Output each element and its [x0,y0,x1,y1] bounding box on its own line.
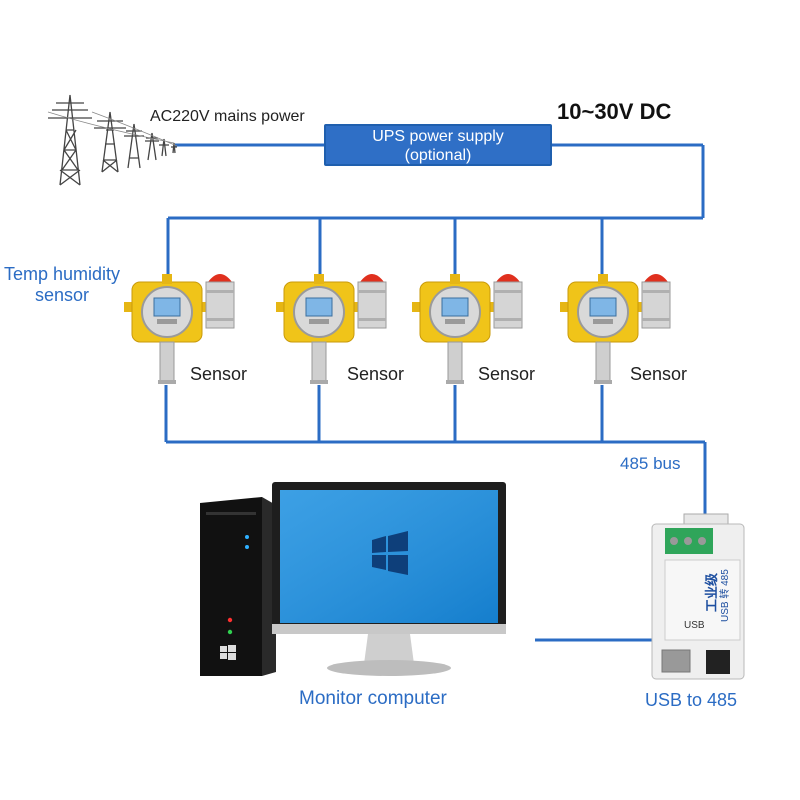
sensor-label-3: Sensor [478,364,536,384]
ups-label: UPS power supply [372,128,504,145]
ups-power-supply-box: UPS power supply (optional) [324,124,552,166]
alarm-lamp-icon [205,274,235,329]
gas-sensor-2 [276,274,387,384]
windows-logo-icon [220,645,236,660]
sensor-label-2: Sensor [347,364,405,384]
usb-to-485-label: USB to 485 [645,690,738,710]
gas-sensor-1 [124,274,235,384]
gas-sensor-4 [560,274,671,384]
sensor-body [412,274,498,384]
windows-logo-icon [372,531,408,575]
usb-485-converter-icon [651,513,745,680]
converter-port-label: USB [684,620,705,631]
mains-power-label: AC220V mains power [150,108,305,125]
alarm-lamp-icon [641,274,671,329]
converter-brand-text: 工业级 [704,572,719,612]
monitor-computer-label: Monitor computer [299,688,447,709]
sensor-label-4: Sensor [630,364,688,384]
ups-optional-label: (optional) [404,147,472,164]
temp-humidity-sensor-label: Temp humidity sensor [4,264,121,305]
sensor-body [560,274,646,384]
rs485-bus-label: 485 bus [620,454,681,473]
alarm-lamp-icon [357,274,387,329]
dc-voltage-label: 10~30V DC [557,99,672,124]
pc-tower-icon [200,497,276,676]
gas-sensor-3 [412,274,523,384]
sensor-body [276,274,362,384]
converter-model-text: USB 转 485 [720,569,731,622]
alarm-lamp-icon [493,274,523,329]
sensor-label-1: Sensor [190,364,248,384]
power-tower-icon [47,94,178,186]
monitor-icon [272,482,506,676]
sensor-body [124,274,210,384]
